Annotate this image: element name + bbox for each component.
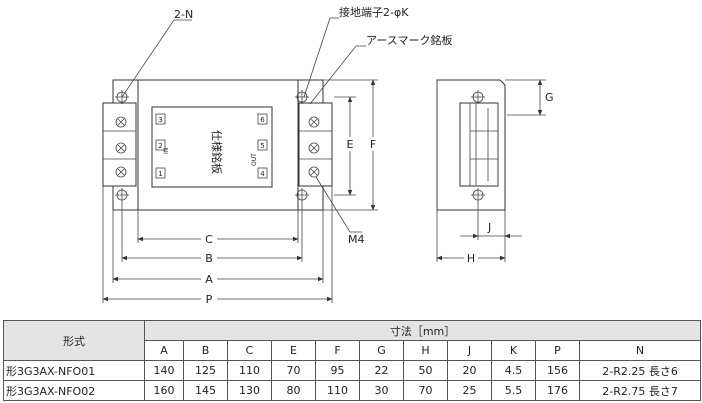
column-header: B <box>183 340 228 361</box>
table-cell: 145 <box>183 380 228 401</box>
m4-label: M4 <box>348 233 365 246</box>
front-view: 仕様銘板 3 2 1 IN 6 5 4 OUT <box>102 79 333 211</box>
column-header: P <box>535 340 580 361</box>
dims-header: 寸法［mm］ <box>143 320 702 341</box>
table-row: 形3G3AX-NFO02 160 145 130 80 110 30 70 25… <box>3 380 702 401</box>
table-cell: 156 <box>535 360 580 381</box>
mounting-hole-icon <box>115 90 309 202</box>
table-cell: 95 <box>315 360 360 381</box>
table-cell: 70 <box>271 360 316 381</box>
column-header: F <box>315 340 360 361</box>
table-header-row: 形式 寸法［mm］ <box>3 320 702 361</box>
filter-dimension-drawing: 仕様銘板 3 2 1 IN 6 5 4 OUT 2-N 接地端子2-φK アース… <box>102 6 554 306</box>
table-row: 形3G3AX-NFO01 140 125 110 70 95 22 50 20 … <box>3 360 702 381</box>
table-cell: 2-R2.25 長さ6 <box>578 360 702 381</box>
dim-p-label: P <box>206 293 213 306</box>
table-cell: 22 <box>359 360 404 381</box>
out-label: OUT <box>251 153 258 166</box>
table-cell: 160 <box>144 380 184 401</box>
terminal-screw-icon <box>115 116 127 178</box>
earth-mark-plate-label: アースマーク銘板 <box>366 33 452 47</box>
table-cell: 125 <box>183 360 228 381</box>
side-dimensions: G J H <box>436 79 554 265</box>
side-view <box>436 79 506 211</box>
terminal-number: 3 <box>158 116 162 124</box>
model-cell: 形3G3AX-NFO01 <box>3 360 145 381</box>
model-header: 形式 <box>3 320 145 361</box>
in-label: IN <box>163 148 170 154</box>
column-header: J <box>447 340 492 361</box>
column-header: N <box>578 340 702 361</box>
table-cell: 25 <box>447 380 492 401</box>
table-cell: 176 <box>535 380 580 401</box>
callouts: 2-N 接地端子2-φK アースマーク銘板 M4 <box>121 6 452 246</box>
dim-h-label: H <box>467 252 475 265</box>
dim-b-label: B <box>205 252 213 265</box>
terminal-number: 2 <box>158 142 162 150</box>
terminal-screw-icon <box>308 116 320 178</box>
dim-e-label: E <box>347 138 354 151</box>
dim-g-label: G <box>545 91 554 104</box>
front-dimensions: C B A P E F <box>102 79 380 306</box>
column-header: H <box>403 340 448 361</box>
model-cell: 形3G3AX-NFO02 <box>3 380 145 401</box>
terminal-number: 6 <box>260 116 265 124</box>
column-header: A <box>144 340 184 361</box>
spec-plate-label: 仕様銘板 <box>210 130 224 174</box>
table-cell: 50 <box>403 360 448 381</box>
column-header: C <box>227 340 272 361</box>
column-header: G <box>359 340 404 361</box>
ground-terminal-label: 接地端子2-φK <box>339 6 409 19</box>
dim-j-label: J <box>487 221 491 234</box>
column-header: K <box>491 340 536 361</box>
terminal-number: 1 <box>158 170 162 178</box>
column-header: E <box>271 340 316 361</box>
table-cell: 110 <box>227 360 272 381</box>
dimension-table: 形式 寸法［mm］ A B C E F G H J K P N 形3G3AX-N… <box>3 320 702 401</box>
dim-c-label: C <box>205 233 213 246</box>
terminal-number: 4 <box>260 170 265 178</box>
table-cell: 30 <box>359 380 404 401</box>
table-cell: 4.5 <box>491 360 536 381</box>
table-cell: 2-R2.75 長さ7 <box>578 380 702 401</box>
n-holes-label: 2-N <box>174 8 193 21</box>
mounting-hole-icon <box>471 90 485 202</box>
table-cell: 5.5 <box>491 380 536 401</box>
terminal-number: 5 <box>260 142 264 150</box>
table-cell: 70 <box>403 380 448 401</box>
table-cell: 110 <box>315 380 360 401</box>
table-cell: 140 <box>144 360 184 381</box>
table-cell: 130 <box>227 380 272 401</box>
dim-a-label: A <box>205 273 213 286</box>
dim-f-label: F <box>370 138 376 151</box>
spec-plate <box>151 106 273 188</box>
table-cell: 80 <box>271 380 316 401</box>
table-cell: 20 <box>447 360 492 381</box>
